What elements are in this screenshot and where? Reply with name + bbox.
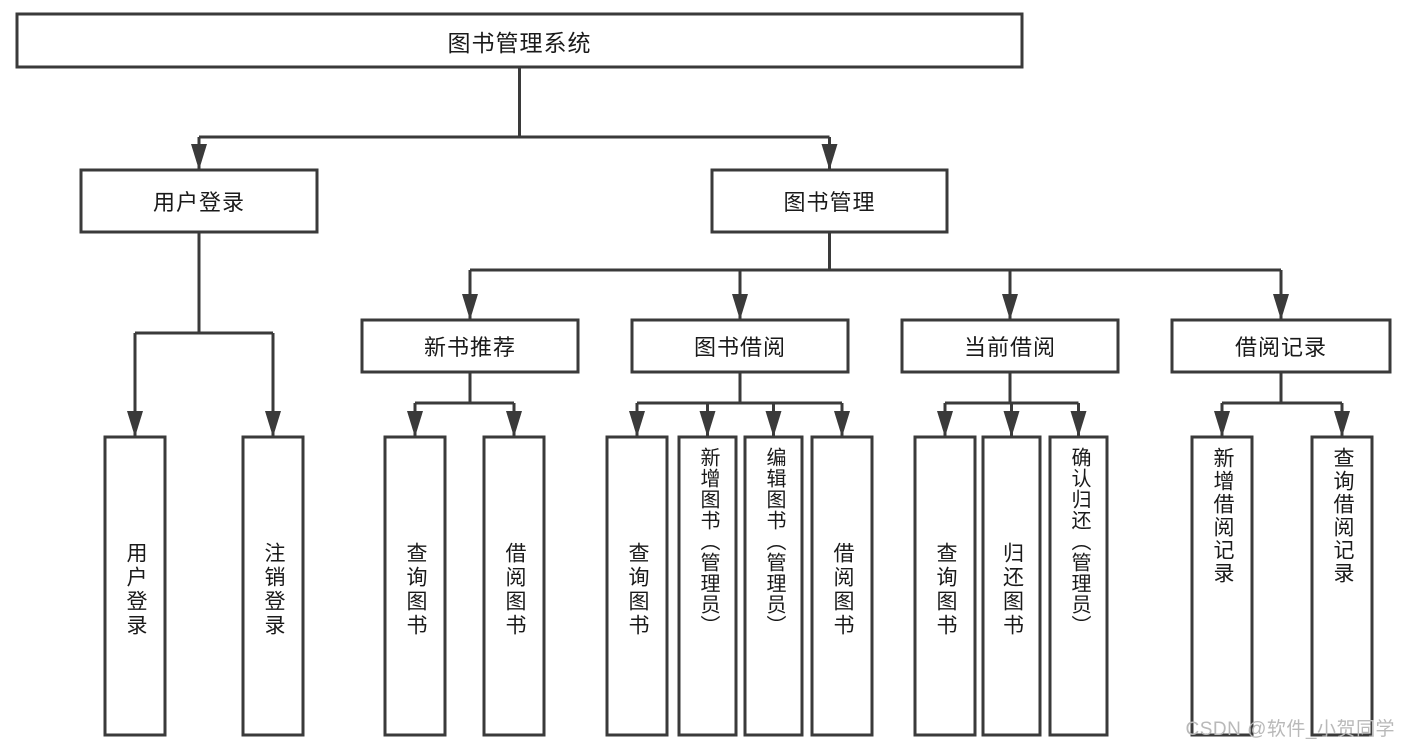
arrow-head-icon-leaf-current-confirm-return xyxy=(1070,411,1087,437)
node-box-book-borrow xyxy=(630,318,850,374)
arrow-head-icon-leaf-user-logout xyxy=(265,411,281,437)
arrow-head-icon-leaf-current-return-book xyxy=(1003,411,1020,437)
node-box-current-borrow xyxy=(900,318,1120,374)
node-box-leaf-borrow-edit-book xyxy=(743,435,804,737)
arrow-head-icon-leaf-borrow-lend-book xyxy=(834,411,850,437)
arrow-head-icon-borrow-record xyxy=(1273,294,1289,320)
node-box-leaf-rec-borrow-book xyxy=(482,435,546,737)
node-box-root xyxy=(15,12,1024,69)
node-box-leaf-borrow-add-book xyxy=(677,435,738,737)
node-box-user-login xyxy=(79,168,319,234)
arrow-head-icon-leaf-user-login xyxy=(127,411,143,437)
node-box-book-manage xyxy=(710,168,949,234)
node-box-leaf-record-add xyxy=(1190,435,1254,737)
node-box-new-book-recommend xyxy=(360,318,580,374)
node-box-borrow-record xyxy=(1170,318,1392,374)
node-box-leaf-borrow-lend-book xyxy=(810,435,874,737)
arrow-head-icon-book-manage xyxy=(821,144,838,170)
arrow-head-icon-user-login xyxy=(191,144,207,170)
node-box-leaf-record-query xyxy=(1310,435,1374,737)
arrow-head-icon-leaf-current-query-book xyxy=(937,411,953,437)
node-box-leaf-rec-query-book xyxy=(383,435,447,737)
arrow-head-icon-leaf-borrow-add-book xyxy=(699,411,716,437)
arrow-head-icon-leaf-rec-borrow-book xyxy=(506,411,522,437)
arrow-head-icon-leaf-record-add xyxy=(1214,411,1230,437)
node-box-leaf-borrow-query-book xyxy=(605,435,669,737)
watermark-text: CSDN @软件_小贺同学 xyxy=(1185,719,1395,740)
arrow-head-icon-book-borrow xyxy=(732,294,748,320)
arrow-head-icon-leaf-borrow-query-book xyxy=(629,411,645,437)
arrow-head-icon-current-borrow xyxy=(1002,294,1018,320)
node-box-leaf-current-return-book xyxy=(981,435,1042,737)
node-box-leaf-current-confirm-return xyxy=(1048,435,1109,737)
arrow-head-icon-leaf-rec-query-book xyxy=(407,411,423,437)
arrow-head-icon-leaf-record-query xyxy=(1334,411,1350,437)
node-box-layer xyxy=(15,12,1392,737)
node-box-leaf-user-login xyxy=(103,435,167,737)
arrow-head-icon-new-book-recommend xyxy=(462,294,478,320)
arrow-head-icon-leaf-borrow-edit-book xyxy=(765,411,782,437)
connector-layer xyxy=(127,67,1350,437)
node-box-leaf-current-query-book xyxy=(913,435,977,737)
node-box-leaf-user-logout xyxy=(241,435,305,737)
